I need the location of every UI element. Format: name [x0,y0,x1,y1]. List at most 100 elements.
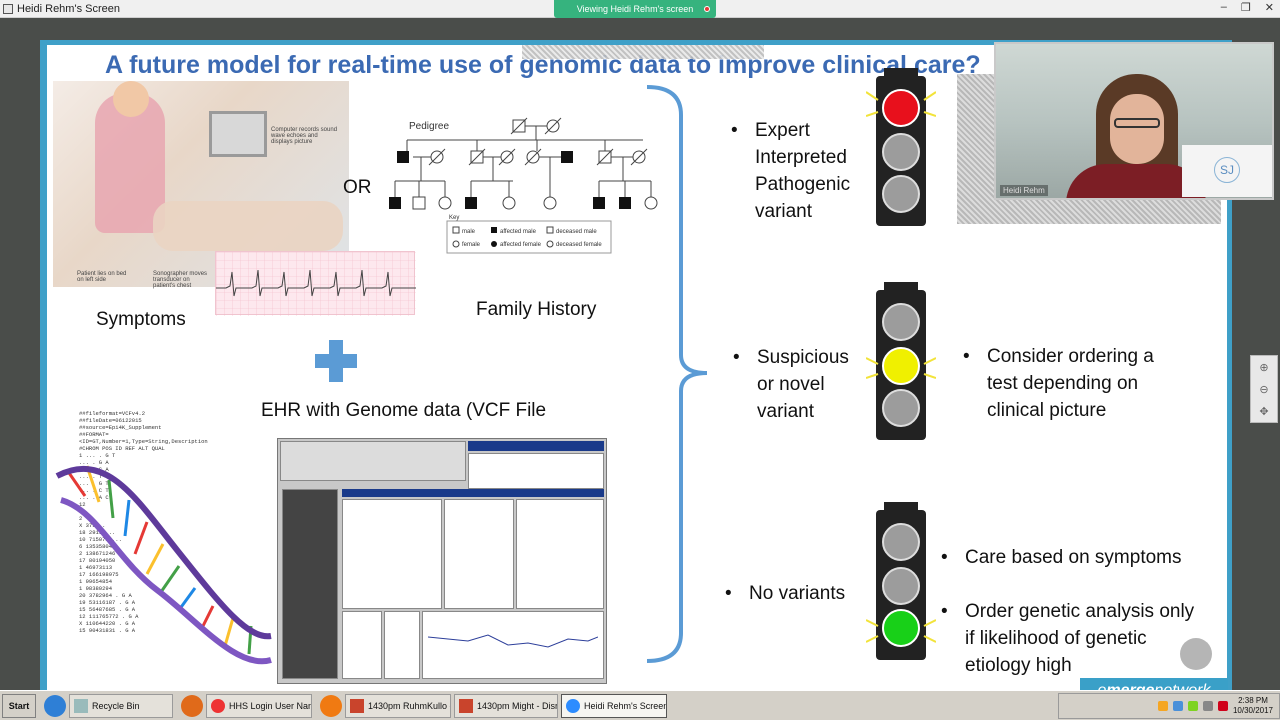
pointer-highlight [1180,638,1212,670]
vcf-line: ... . T C [79,473,109,480]
zoom-in-icon[interactable]: ⊕ [1259,361,1269,374]
window-controls: – ❐ ✕ [1221,1,1274,14]
svg-text:affected female: affected female [500,242,542,248]
ecg-trace-icon [216,252,416,316]
traffic-light-red [866,68,936,226]
svg-text:affected male: affected male [500,229,537,235]
recycle-bin-icon [74,698,88,713]
minimize-icon[interactable]: – [1220,1,1227,13]
symptoms-label: Symptoms [96,309,186,330]
patient-figure [153,201,343,251]
ehr-label: EHR with Genome data (VCF File [261,400,547,421]
task-hhs-login[interactable]: HHS Login User Name... [206,693,312,718]
ultrasound-caption: Computer records sound wave echoes and d… [271,127,338,145]
maximize-icon[interactable]: ❐ [1240,2,1251,14]
sonographer-caption: Sonographer moves transducer on patient'… [153,271,208,289]
vcf-line: ##fileformat=VCFv4.2 [79,410,146,417]
svg-text:deceased male: deceased male [556,229,597,235]
stop-share-icon[interactable] [704,6,710,12]
bracket-brace [647,85,707,663]
share-toolbar-overlay [522,45,764,59]
bullet-no-variants: • No variants [725,583,846,604]
svg-text:male: male [462,229,476,235]
vcf-line: 1 99654854 [79,578,113,585]
pedigree-chart: Pedigree [389,117,658,254]
viewing-banner-text: Viewing Heidi Rehm's screen [576,4,694,14]
vcf-line: 12 [79,501,86,508]
zoom-out-icon[interactable]: ⊖ [1259,383,1269,396]
vcf-line: ##FORMAT=<ID=GT,Number=1,Type=String,Des… [79,431,208,445]
participant-thumbnail[interactable]: SJ [1182,145,1272,197]
vcf-line: X 110644220 . G A [79,620,136,627]
vcf-line: 1 ... . G T [79,452,116,459]
volume-icon[interactable] [1202,701,1213,711]
webcam-video[interactable]: Heidi Rehm SJ [994,42,1274,200]
tray-icon[interactable] [1157,701,1168,711]
start-button[interactable]: Start [2,693,36,718]
vcf-line: 10 7150719... [79,536,122,543]
vcf-line: 17 166198975 [79,571,119,578]
taskbar: Start Recycle Bin HHS Login User Name...… [0,690,1280,720]
plus-icon [315,340,357,382]
vcf-line: ... . G A [79,459,109,466]
system-tray: 2:38 PM 10/30/2017 [1058,693,1280,719]
zoom-tools[interactable]: ⊕ ⊖ ✥ [1250,355,1278,423]
vcf-line: 6 135358048 [79,543,116,550]
pedigree-key: Key male affected male deceased male fem… [446,215,612,254]
bullet-order-genetic: • Order genetic analysis only if likelih… [941,601,1195,676]
svg-text:Key: Key [449,215,459,221]
network-icon[interactable] [1172,701,1183,711]
slide: A future model for real-time use of geno… [47,45,1227,699]
tray-icon[interactable] [1187,701,1198,711]
security-icon[interactable] [1217,701,1228,711]
powerpoint-icon [459,698,473,713]
vcf-line: 2 138671246 [79,550,116,557]
app-icon [3,3,13,14]
bullet-care-symptoms: • Care based on symptoms [941,547,1182,568]
chrome-icon [211,698,225,713]
vcf-line: 20 3782964 . G A [79,592,132,599]
task-recycle-bin[interactable]: Recycle Bin [69,693,173,718]
vcf-line: 15 90431831 . G A [79,627,136,634]
dna-helix-icon [55,465,272,665]
green-lamp [882,609,920,647]
or-label: OR [343,177,372,198]
svg-text:deceased female: deceased female [556,242,602,248]
sonographer-head [113,81,149,117]
clock[interactable]: 2:38 PM 10/30/2017 [1232,696,1273,715]
vcf-line: 18 29118... [79,529,116,536]
vcf-line: 1 46973113 [79,564,113,571]
powerpoint-icon [350,698,364,713]
task-might[interactable]: 1430pm Might - Disru... [454,693,558,718]
vcf-line: 12 111765772 . G A [79,613,139,620]
yellow-lamp [882,347,920,385]
ehr-screenshot [277,438,607,684]
window-title: Heidi Rehm's Screen [17,2,120,15]
firefox-icon[interactable] [320,694,342,717]
vcf-line: 2 [79,515,83,522]
vcf-line: #CHROM POS ID REF ALT QUAL [79,445,165,452]
ie-icon[interactable] [44,694,66,717]
red-lamp [882,89,920,127]
traffic-light-yellow [866,282,936,440]
fit-screen-icon[interactable]: ✥ [1259,405,1269,418]
bullet-suspicious: • Suspicious or novel variant [733,347,849,422]
media-icon[interactable] [181,694,203,717]
zoom-icon [566,698,580,713]
vcf-line: ##source=Epi4K_Supplement [79,424,162,431]
vcf-line: ... . A C [79,494,109,501]
vcf-line: ##fileDate=06122015 [79,417,142,424]
svg-text:female: female [462,242,481,248]
vcf-line: 17 80194050 [79,557,116,564]
vcf-line: 1 98380294 [79,585,113,592]
bullet-consider-test: • Consider ordering a test depending on … [963,346,1154,421]
ultrasound-monitor [209,111,267,157]
task-ruhmkullo[interactable]: 1430pm RuhmKullo - ... [345,693,451,718]
ecg-strip [215,251,416,316]
pedigree-label: Pedigree [409,121,449,132]
close-icon[interactable]: ✕ [1264,2,1274,14]
patient-caption: Patient lies on bed on left side [77,271,127,283]
vcf-line: 15 56487685 . G A [79,606,136,613]
viewing-screen-banner[interactable]: Viewing Heidi Rehm's screen [554,0,716,18]
task-heidi-screen[interactable]: Heidi Rehm's Screen [561,693,667,718]
